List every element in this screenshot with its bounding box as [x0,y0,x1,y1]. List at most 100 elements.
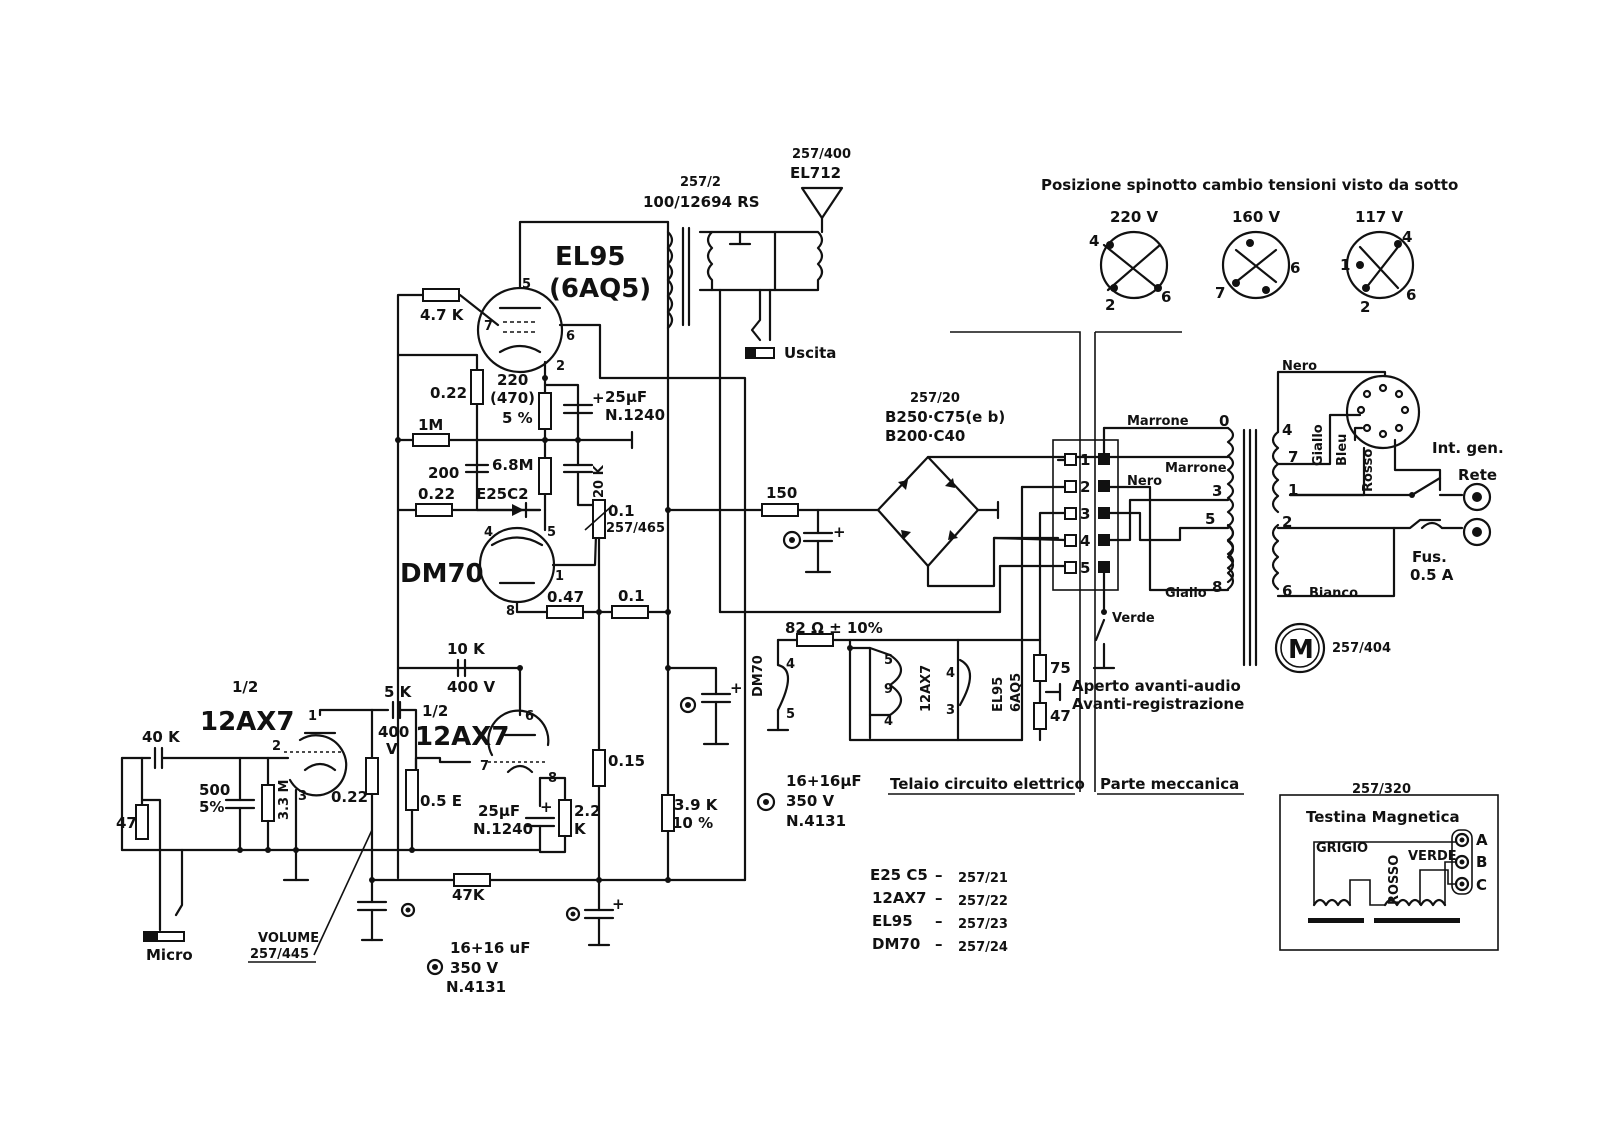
head-title: Testina Magnetica [1306,808,1460,826]
head-verde: VERDE [1408,849,1457,864]
tap-2: 2 [1282,513,1292,531]
svg-text:–: – [935,866,943,884]
wire-nero: Nero [1127,474,1162,489]
12ax7-2-half: 1/2 [422,702,448,720]
cap-can-b-label-1: 16+16 uF [450,939,530,957]
cap-can-b-symbol [756,792,776,812]
svg-text:4: 4 [1089,232,1099,250]
magnetic-head-box: Testina Magnetica GRIGIO VERDE ROSSO A B… [1279,794,1499,951]
cap-can-c-symbol [426,958,444,976]
wire-nero-2: Nero [1282,359,1317,374]
tap-1: 1 [1288,481,1298,499]
resistor-75-label: 75 [1050,659,1071,677]
dm70-pin-5: 5 [547,525,556,540]
svg-text:257/22: 257/22 [958,894,1008,909]
svg-text:2: 2 [272,739,281,754]
svg-text:4: 4 [1080,532,1090,550]
pot-01-label-1: 0.1 [608,502,635,520]
resistor-220 [538,392,552,430]
voltage-selector-title: Posizione spinotto cambio tensioni visto… [1041,176,1458,194]
motor-code: 257/404 [1332,641,1391,656]
parts-list: E25 C5 – 257/21 12AX7 – 257/22 EL95 – 25… [870,866,1008,955]
resistor-01-label: 0.1 [618,587,645,605]
resistor-220-label-1: 220 [497,371,528,389]
motor-icon [1274,622,1326,674]
wire-bianco: Bianco [1309,586,1358,601]
resistor-33m [261,784,275,822]
heater-dm70-label: DM70 [751,655,766,697]
svg-text:2: 2 [1080,478,1090,496]
svg-text:E25 C5: E25 C5 [870,866,928,884]
head-rosso: ROSSO [1387,855,1402,905]
svg-text:3: 3 [946,703,955,718]
tap-5: 5 [1205,510,1215,528]
cap-can-b-label-3: N.4131 [446,978,506,996]
voltage-selector-socket [1345,374,1421,450]
el95-pin-7: 7 [484,319,493,334]
svg-text:160 V: 160 V [1232,208,1281,226]
svg-text:117 V: 117 V [1355,208,1404,226]
mains-socket-2 [1462,517,1492,547]
resistor-47 [135,804,149,840]
fuse-label-1: Fus. [1412,548,1447,566]
heater-dm70 [776,663,790,712]
svg-text:257/24: 257/24 [958,940,1008,955]
resistor-4k7 [422,288,460,302]
tap-0: 0 [1219,412,1229,430]
resistor-047 [546,605,584,619]
svg-text:5: 5 [884,653,893,668]
voltage-selector-160: 160 V 6 7 [1215,208,1300,302]
svg-text:DM70: DM70 [872,935,920,953]
svg-text:6: 6 [525,709,534,724]
resistor-82 [796,633,834,647]
el95-alt-label: (6AQ5) [549,274,651,304]
svg-text:257/21: 257/21 [958,871,1008,886]
resistor-220-label-3: 5 % [502,409,533,427]
dm70-pin-1: 1 [555,569,564,584]
svg-text:3: 3 [1080,505,1090,523]
el95-pin-2: 2 [556,359,565,374]
int-gen-label: Int. gen. [1432,439,1504,457]
svg-text:7: 7 [480,759,489,774]
cap-can-a-label-2: 350 V [786,792,835,810]
resistor-3k9-label-2: 10 % [672,814,713,832]
tap-8: 8 [1212,578,1222,596]
resistor-01 [611,605,649,619]
12ax7-tube-2 [487,709,550,774]
speaker-icon [800,186,844,220]
resistor-2k2-label-1: 2.2 [574,802,601,820]
resistor-022c-label: 0.22 [331,788,368,806]
cap-25uf-2-label-2: N.1240 [473,820,533,838]
svg-text:+: + [833,523,846,541]
svg-text:6: 6 [1161,288,1171,306]
volume-label-1: VOLUME [258,931,319,946]
12ax7-2-label: 12AX7 [415,722,509,752]
resistor-47b-label: 47 [1050,707,1071,725]
cap-25uf-plus: + [592,389,605,407]
cap-can-a-label-3: N.4131 [786,812,846,830]
resistor-022a-label: 0.22 [430,384,467,402]
resistor-47k-label: 47K [452,886,486,904]
resistor-47-label: 47 [116,814,137,832]
resistor-1m [412,433,450,447]
resistor-47k [453,873,491,887]
el95-pin-6: 6 [566,329,575,344]
cap-10k-voltage: 400 V [447,678,496,696]
resistor-75 [1033,654,1047,682]
heater-el95-label-1: EL95 [991,677,1006,712]
mic-label: Micro [146,946,193,964]
head-code: 257/320 [1352,782,1411,797]
volume-label-2: 257/445 [250,947,309,962]
potentiometer-01 [592,499,606,539]
svg-text:4: 4 [786,657,795,672]
dm70-pin-8: 8 [506,604,515,619]
resistor-33m-label: 3.3 M [277,780,292,821]
resistor-4k7-label: 4.7 K [420,306,465,324]
resistor-022b-label: 0.22 [418,485,455,503]
section-right-label: Parte meccanica [1100,775,1239,793]
svg-text:5: 5 [1080,559,1090,577]
svg-text:5: 5 [786,707,795,722]
pot-volume-label: 0.5 E [420,792,462,810]
svg-text:EL95: EL95 [872,912,913,930]
resistor-150-label: 150 [766,484,797,502]
